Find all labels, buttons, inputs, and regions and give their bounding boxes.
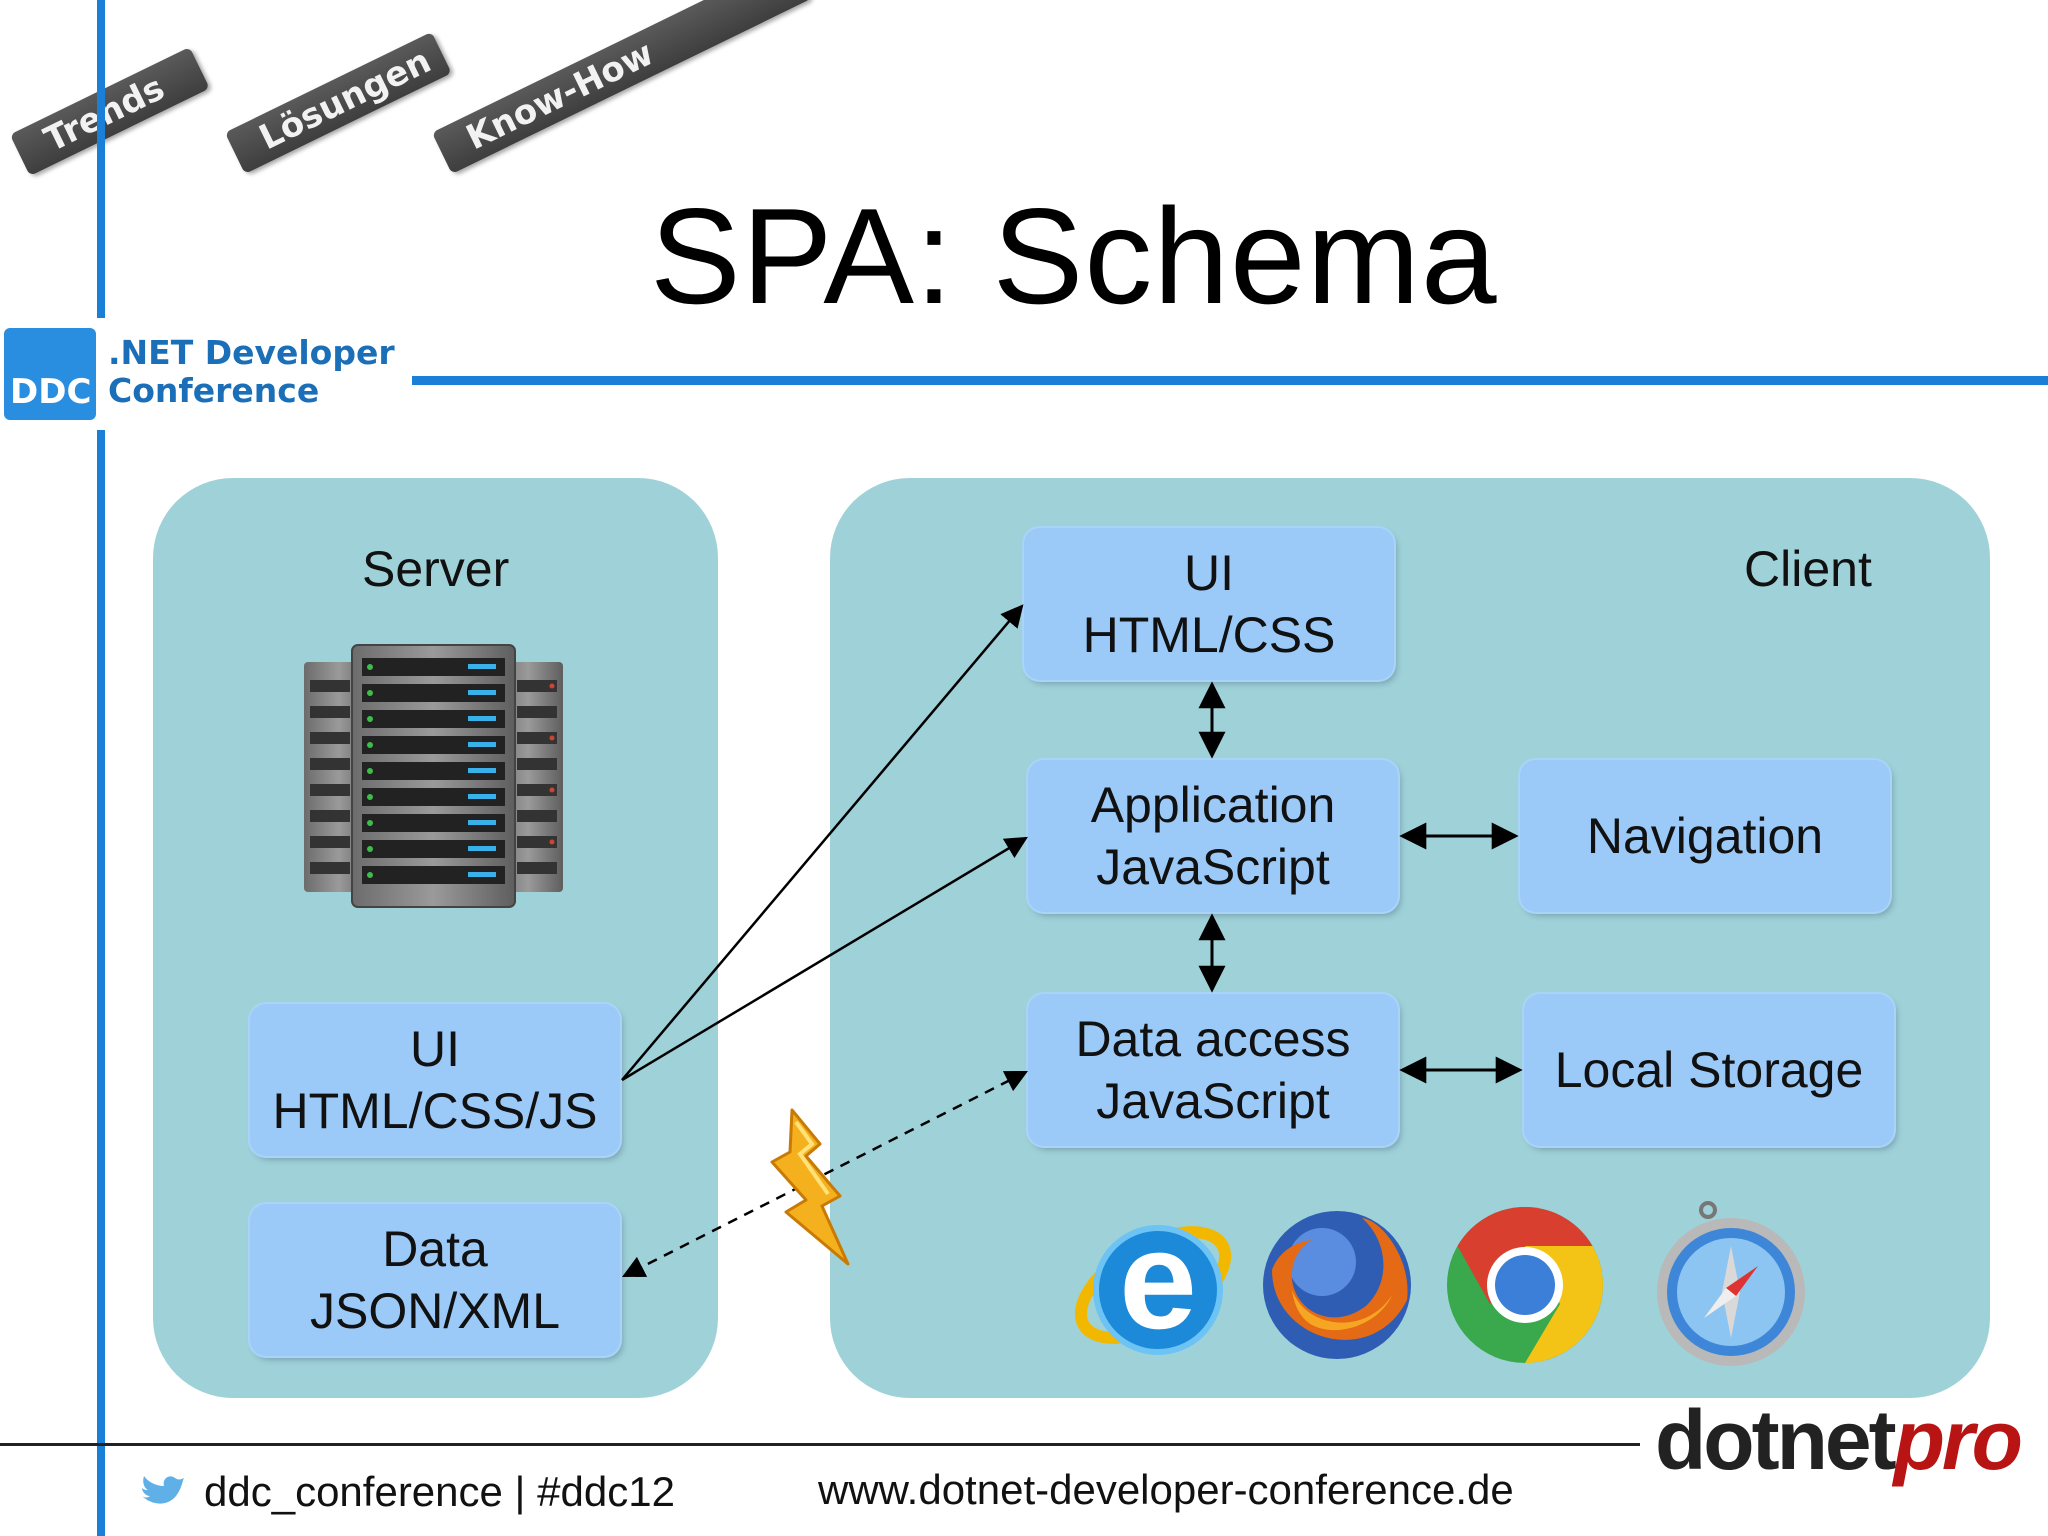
arrow-client-data-to-server-data — [621, 1070, 1029, 1278]
server-ui-line1: UI — [410, 1021, 460, 1077]
client-data-line1: Data access — [1075, 1011, 1351, 1067]
accent-line-bottom — [97, 430, 105, 1536]
client-data-access-box: Data access JavaScript — [1028, 994, 1398, 1146]
server-data-line2: JSON/XML — [309, 1283, 561, 1339]
server-data-box: Data JSON/XML — [250, 1204, 620, 1356]
lightning-icon — [770, 1108, 850, 1266]
page-title: SPA: Schema — [650, 180, 1498, 332]
chrome-icon — [1447, 1207, 1603, 1363]
footer-rule — [0, 1443, 1640, 1446]
svg-text:e: e — [1119, 1201, 1197, 1358]
ddc-logo-line2: Conference — [108, 371, 320, 410]
title-rule — [412, 376, 2048, 385]
internet-explorer-icon: e — [1074, 1201, 1232, 1358]
arrow-server-ui-to-client-app — [621, 836, 1028, 1082]
client-app-box: Application JavaScript — [1028, 760, 1398, 912]
client-local-storage-box: Local Storage — [1524, 994, 1894, 1146]
client-storage-line1: Local Storage — [1554, 1042, 1864, 1098]
server-ui-box: UI HTML/CSS/JS — [250, 1004, 620, 1156]
ddc-logo-letters: DDC — [10, 372, 92, 412]
client-app-line2: JavaScript — [1096, 839, 1330, 895]
server-rack-icon — [304, 644, 563, 908]
firefox-icon — [1263, 1211, 1411, 1359]
arrow-server-ui-to-client-ui — [621, 604, 1024, 1081]
safari-icon — [1657, 1201, 1805, 1366]
client-ui-line2: HTML/CSS — [1082, 607, 1336, 663]
client-data-line2: JavaScript — [1096, 1073, 1330, 1129]
client-nav-line1: Navigation — [1586, 808, 1824, 864]
footer-url[interactable]: www.dotnet-developer-conference.de — [818, 1466, 1514, 1513]
accent-line-top — [97, 0, 105, 318]
dotnetpro-logo: dotnetpro — [1655, 1392, 2023, 1489]
client-ui-line1: UI — [1184, 545, 1234, 601]
dotnetpro-logo-a: dotnet — [1655, 1393, 1897, 1487]
client-navigation-box: Navigation — [1520, 760, 1890, 912]
server-ui-line2: HTML/CSS/JS — [272, 1083, 598, 1139]
client-app-line1: Application — [1090, 777, 1336, 833]
footer-twitter-handle: ddc_conference | #ddc12 — [204, 1468, 675, 1515]
client-label: Client — [1744, 541, 1872, 597]
twitter-bird-icon — [142, 1476, 184, 1504]
ddc-logo-text: .NET Developer Conference — [108, 334, 395, 410]
dotnetpro-logo-b: pro — [1893, 1393, 2023, 1487]
ddc-logo-line1: .NET Developer — [108, 333, 395, 372]
client-ui-box: UI HTML/CSS — [1024, 528, 1394, 680]
ddc-logo-mark — [4, 328, 96, 420]
server-label: Server — [362, 541, 510, 597]
server-data-line1: Data — [382, 1221, 488, 1277]
